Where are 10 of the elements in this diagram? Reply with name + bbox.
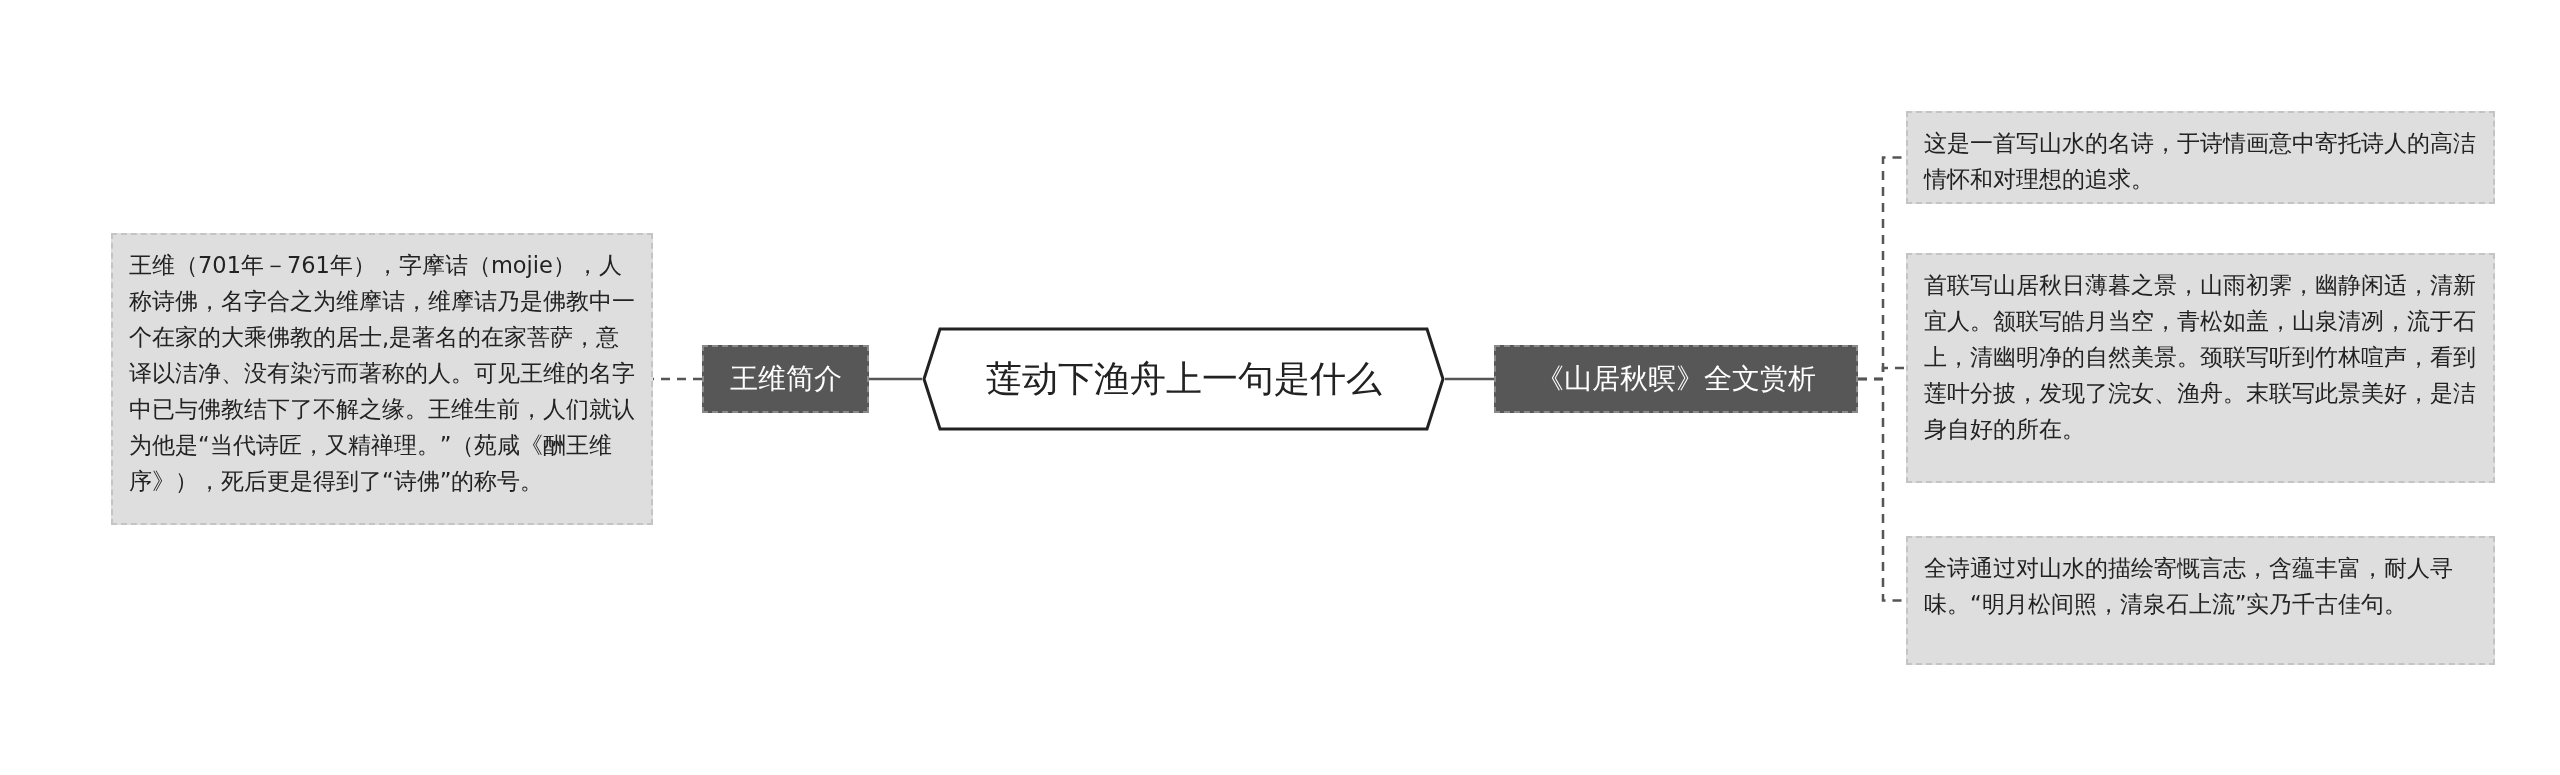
topic-title: 莲动下渔舟上一句是什么 bbox=[985, 356, 1382, 401]
topic-box: 王维简介 bbox=[702, 345, 869, 413]
note-box: 全诗通过对山水的描绘寄慨言志，含蕴丰富，耐人寻味。“明月松间照，清泉石上流”实乃千古佳句。 bbox=[1906, 536, 2495, 665]
connector-line bbox=[869, 377, 922, 381]
note-box: 王维（701年－761年），字摩诘（mojie），人称诗佛，名字合之为维摩诘，维摩诘乃是佛教中一个在家的大乘佛教的居士,是著名的在家菩萨，意译以洁净、没有染污而著称的人。可见王维的名字中已与佛教结下了不解之缘。王维生前，人们就认为他是“当代诗匠，又精禅理。”（苑咸《酬王维序》），死后更是得到了“诗佛”的称号。 bbox=[111, 233, 653, 525]
note-box: 这是一首写山水的名诗，于诗情画意中寄托诗人的高洁情怀和对理想的追求。 bbox=[1906, 111, 2495, 204]
note-box: 首联写山居秋日薄暮之景，山雨初霁，幽静闲适，清新宜人。颔联写皓月当空，青松如盖，山泉清冽，流于石上，清幽明净的自然美景。颈联写听到竹林喧声，看到莲叶分披，发现了浣女、渔舟。末联写此景美好，是洁身自好的所在。 bbox=[1906, 253, 2495, 483]
topic-box: 《山居秋暝》全文赏析 bbox=[1494, 345, 1858, 413]
connector-line bbox=[1445, 377, 1494, 381]
hexagon-node bbox=[922, 327, 1445, 431]
